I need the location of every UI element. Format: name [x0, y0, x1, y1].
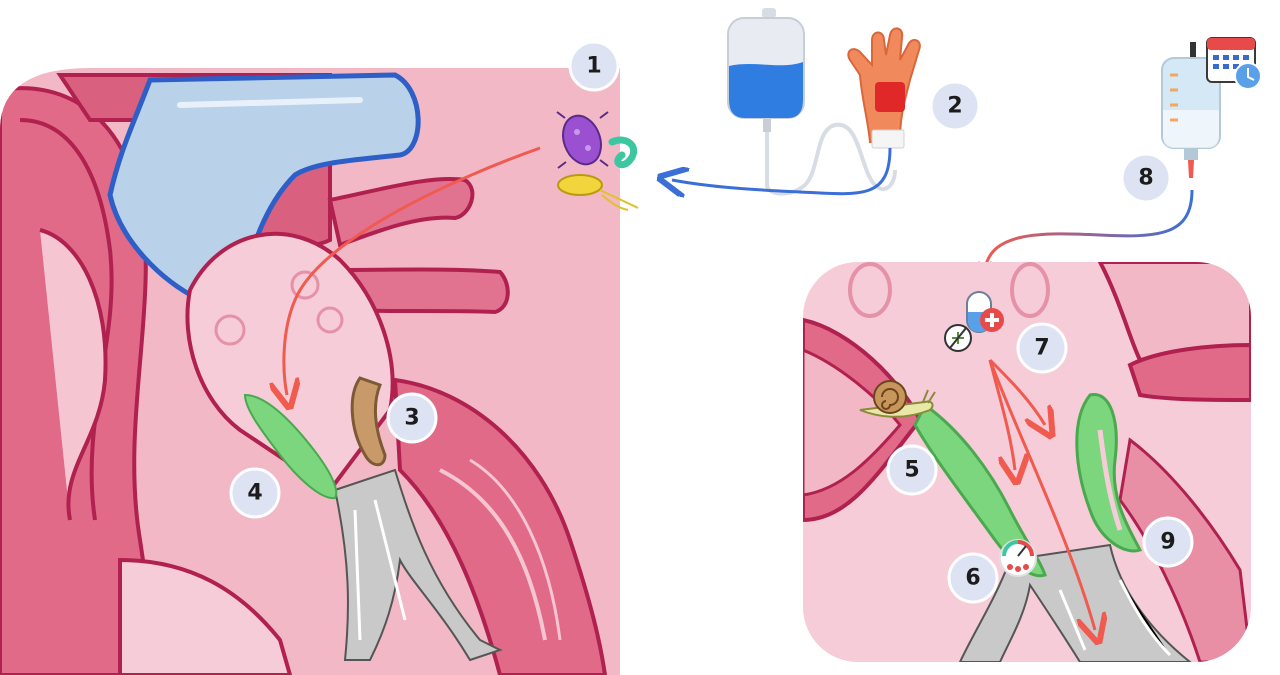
valve-zoom-panel: [803, 262, 1251, 662]
badge-9: 9: [1142, 516, 1194, 568]
svg-text:2: 2: [947, 94, 962, 119]
iv-bag-icon: [727, 8, 897, 196]
badge-4: 4: [229, 467, 281, 519]
iv-bag-calendar-icon: [1161, 37, 1262, 178]
svg-text:8: 8: [1138, 166, 1153, 191]
vegetation-left: [243, 393, 338, 500]
svg-text:3: 3: [404, 406, 419, 431]
svg-text:4: 4: [247, 481, 262, 506]
heart-panel: [0, 68, 620, 675]
arrow-bacteria-to-heart: [284, 146, 541, 395]
left-atrium: [185, 231, 395, 493]
badge-1: 1: [568, 40, 620, 92]
svg-text:1: 1: [586, 54, 601, 79]
arrow-catheter-to-bacteria: [672, 147, 892, 194]
badge-5: 5: [886, 444, 938, 496]
pill-medical-icon: [944, 291, 1004, 352]
bacteria-icon: [556, 111, 639, 211]
badge-6: 6: [947, 552, 999, 604]
svg-text:7: 7: [1034, 336, 1049, 361]
valve-chordae: [333, 468, 503, 662]
badge-8: 8: [1120, 152, 1172, 204]
calcified-leaflet: [350, 376, 387, 467]
snail-icon: [859, 380, 936, 418]
hand-catheter-icon: [847, 27, 921, 149]
svg-text:6: 6: [965, 566, 980, 591]
badge-3: 3: [386, 392, 438, 444]
svg-text:9: 9: [1160, 530, 1175, 555]
badge-7: 7: [1016, 322, 1068, 374]
svg-text:5: 5: [904, 458, 919, 483]
gauge-drops-icon: [999, 539, 1037, 577]
vessel-branch-lower: [332, 267, 510, 315]
vegetation-leaflet-left: [913, 402, 1047, 578]
arrow-iv-to-valve: [983, 189, 1194, 271]
badge-2: 2: [929, 80, 981, 132]
